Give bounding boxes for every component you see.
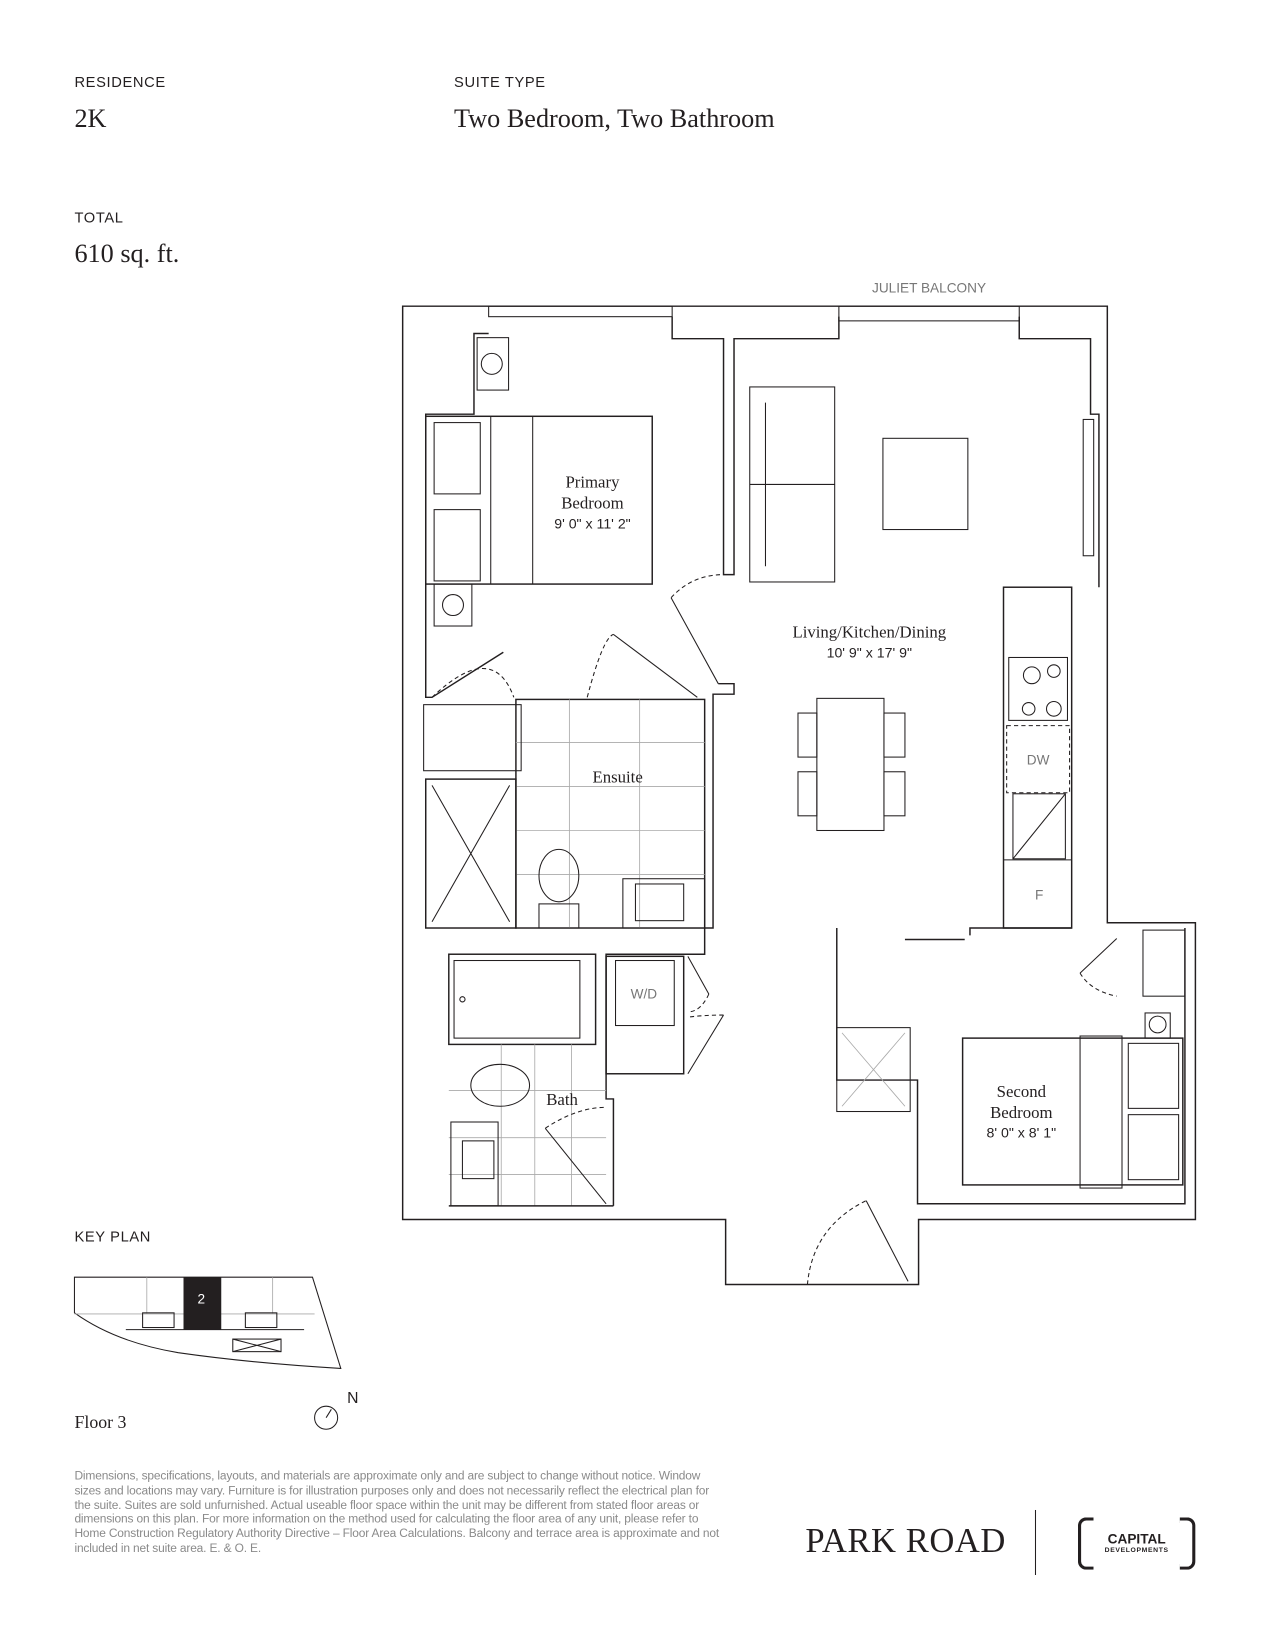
coffee-table <box>882 437 969 531</box>
washer-dryer-label: W/D <box>631 986 658 1001</box>
compass-icon <box>314 1405 339 1430</box>
window <box>488 305 673 318</box>
primary-bedroom-wall <box>424 332 504 699</box>
residence-label: RESIDENCE <box>74 73 166 91</box>
vanity <box>622 878 706 929</box>
juliet-balcony-door <box>838 305 1020 322</box>
capital-developments-logo: CAPITAL DEVELOPMENTS <box>1077 1517 1196 1570</box>
door-swing <box>670 574 724 599</box>
toilet <box>470 1063 531 1107</box>
closet <box>1142 929 1186 997</box>
dining-table <box>816 697 885 832</box>
toilet <box>538 848 580 903</box>
shower <box>424 778 517 929</box>
total-value: 610 sq. ft. <box>74 240 180 269</box>
unit-highlight <box>183 1277 222 1330</box>
dishwasher <box>1006 725 1071 794</box>
key-plan: 2 <box>73 1276 342 1430</box>
dishwasher-label: DW <box>1027 752 1050 767</box>
logo-text-capital: CAPITAL <box>1107 1530 1166 1547</box>
bath-label: Bath <box>546 1090 578 1109</box>
primary-bedroom-dims: 9' 0" x 11' 2" <box>554 515 631 531</box>
partition-wall <box>671 316 840 576</box>
juliet-balcony-label: JULIET BALCONY <box>872 281 986 296</box>
logo-text-developments: DEVELOPMENTS <box>1104 1546 1169 1555</box>
logo-divider <box>1034 1509 1037 1575</box>
unit-number: 2 <box>198 1291 206 1306</box>
floor-label: Floor 3 <box>74 1412 127 1433</box>
laundry-closet <box>605 955 685 1075</box>
disclaimer: Dimensions, specifications, layouts, and… <box>74 1470 720 1556</box>
second-bedroom-name: Second <box>997 1082 1047 1101</box>
bathtub <box>448 953 597 1046</box>
bed <box>961 1037 1184 1186</box>
window <box>1082 418 1095 557</box>
primary-bedroom-name-2: Bedroom <box>561 494 623 513</box>
living-wall <box>1018 316 1100 588</box>
closet <box>836 1027 911 1113</box>
exterior-wall <box>401 305 1197 1286</box>
suite-type-value: Two Bedroom, Two Bathroom <box>454 104 775 134</box>
washer-dryer <box>615 959 675 1027</box>
kitchen-sink <box>1012 793 1066 860</box>
outlet-symbol <box>476 337 510 391</box>
second-bedroom-name-2: Bedroom <box>990 1103 1052 1122</box>
living-name: Living/Kitchen/Dining <box>792 623 946 642</box>
bed <box>424 415 653 585</box>
second-bedroom-dims: 8' 0" x 8' 1" <box>986 1125 1056 1141</box>
cooktop <box>1008 656 1068 721</box>
closet <box>423 704 522 772</box>
key-plan-label: KEY PLAN <box>74 1227 152 1245</box>
north-label: N <box>347 1389 360 1408</box>
living-dims: 10' 9" x 17' 9" <box>827 644 912 660</box>
vanity <box>450 1121 499 1207</box>
park-road-logo: PARK ROAD <box>805 1522 1006 1561</box>
primary-bedroom-name: Primary <box>565 473 620 492</box>
residence-value: 2K <box>74 104 107 134</box>
suite-type-label: SUITE TYPE <box>454 73 546 91</box>
ensuite-label: Ensuite <box>592 767 642 786</box>
fridge-label: F <box>1035 888 1043 903</box>
total-label: TOTAL <box>74 208 124 226</box>
